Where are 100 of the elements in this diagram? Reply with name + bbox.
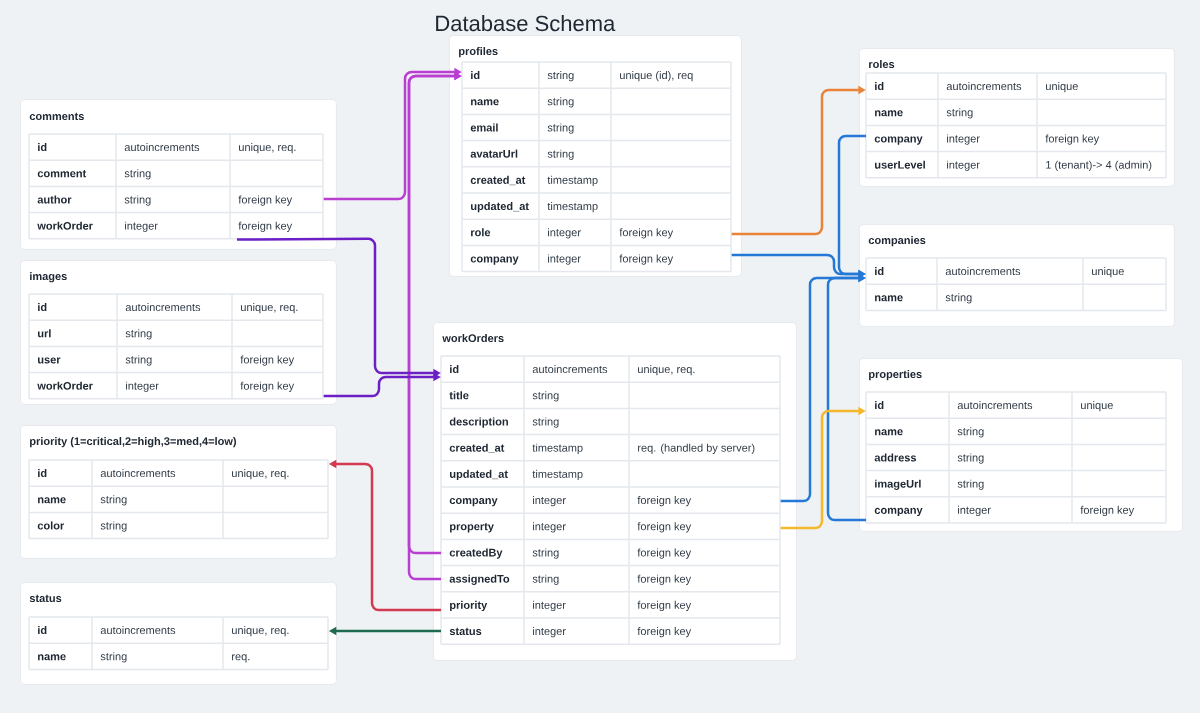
field-name: color bbox=[37, 521, 65, 530]
field-type: integer bbox=[126, 381, 159, 392]
field-name: name bbox=[38, 497, 66, 504]
field-type: integer bbox=[548, 254, 581, 265]
field-type: autoincrements bbox=[125, 303, 201, 312]
table-title: status bbox=[29, 594, 62, 603]
field-note: foreign key bbox=[637, 600, 692, 612]
field-name: priority bbox=[450, 600, 488, 612]
field-name: description bbox=[449, 417, 508, 428]
field-note: unique, req. bbox=[232, 626, 289, 637]
field-type: string bbox=[100, 495, 127, 506]
field-type: string bbox=[125, 355, 152, 366]
field-type: integer bbox=[548, 228, 581, 239]
field-name: id bbox=[875, 401, 884, 410]
table-title: comments bbox=[29, 112, 84, 121]
field-type: integer bbox=[533, 522, 566, 533]
field-note: foreign key bbox=[637, 522, 692, 533]
field-name: workOrder bbox=[37, 381, 93, 390]
field-name: id bbox=[38, 469, 47, 478]
field-note: req. bbox=[232, 654, 250, 663]
field-type: autoincrements bbox=[100, 469, 176, 478]
field-type: string bbox=[532, 417, 559, 428]
field-type: string bbox=[124, 195, 151, 206]
field-type: string bbox=[100, 521, 127, 532]
field-type: string bbox=[547, 149, 574, 160]
field-note: unique (id), req bbox=[620, 71, 693, 82]
field-type: integer bbox=[958, 505, 991, 517]
field-name: author bbox=[37, 195, 72, 204]
field-type: string bbox=[946, 108, 973, 119]
field-name: assignedTo bbox=[449, 574, 510, 585]
field-note: foreign key bbox=[238, 195, 293, 206]
field-name: email bbox=[470, 123, 498, 132]
field-type: string bbox=[100, 652, 127, 663]
field-name: updated_at bbox=[450, 469, 508, 481]
diagram-title: Database Schema bbox=[436, 15, 616, 32]
field-name: id bbox=[38, 303, 47, 312]
field-type: autoincrements bbox=[124, 143, 200, 152]
field-type: string bbox=[547, 123, 574, 134]
field-type: string bbox=[532, 574, 559, 585]
field-note: 1 (tenant)-> 4 (admin) bbox=[1046, 160, 1152, 171]
field-note: foreign key bbox=[619, 254, 674, 265]
field-name: userLevel bbox=[875, 160, 925, 169]
field-note: foreign key bbox=[637, 574, 692, 585]
field-note: unique, req. bbox=[638, 365, 695, 376]
field-note: unique, req. bbox=[241, 303, 298, 314]
field-note: unique, req. bbox=[232, 469, 289, 480]
field-type: integer bbox=[125, 221, 158, 232]
field-type: autoincrements bbox=[957, 401, 1033, 410]
field-type: string bbox=[957, 453, 984, 464]
field-name: status bbox=[449, 627, 482, 636]
field-name: name bbox=[875, 295, 903, 302]
field-name: company bbox=[874, 136, 923, 145]
field-type: autoincrements bbox=[945, 267, 1021, 276]
field-type: integer bbox=[533, 496, 566, 507]
field-type: integer bbox=[533, 627, 566, 638]
field-type: string bbox=[532, 548, 559, 559]
field-note: foreign key bbox=[1080, 505, 1135, 517]
field-note: foreign key bbox=[637, 496, 692, 507]
field-name: role bbox=[471, 228, 491, 237]
field-name: comment bbox=[37, 170, 87, 178]
field-type: string bbox=[125, 329, 152, 340]
arrow bbox=[826, 273, 866, 522]
field-name: company bbox=[449, 498, 498, 507]
field-type: autoincrements bbox=[532, 365, 608, 374]
field-name: imageUrl bbox=[875, 479, 921, 490]
field-name: updated_at bbox=[471, 202, 529, 213]
field-type: integer bbox=[947, 160, 980, 171]
field-note: foreign key bbox=[240, 381, 295, 392]
field-name: created_at bbox=[449, 443, 505, 453]
field-type: timestamp bbox=[547, 202, 598, 213]
field-note: unique bbox=[1092, 267, 1124, 278]
table-title: workOrders bbox=[442, 334, 504, 343]
field-name: address bbox=[874, 453, 917, 462]
field-name: created_at bbox=[470, 175, 526, 186]
field-note: foreign key bbox=[637, 548, 692, 559]
field-name: url bbox=[38, 329, 51, 338]
field-type: string bbox=[547, 71, 574, 82]
field-note: unique bbox=[1081, 401, 1113, 412]
field-name: name bbox=[875, 110, 903, 117]
field-type: timestamp bbox=[532, 469, 583, 481]
field-note: foreign key bbox=[637, 627, 692, 638]
field-type: string bbox=[124, 169, 151, 180]
field-type: string bbox=[532, 391, 559, 402]
field-type: string bbox=[957, 479, 984, 490]
field-type: timestamp bbox=[547, 175, 598, 187]
field-type: timestamp bbox=[532, 443, 583, 454]
field-type: autoincrements bbox=[100, 626, 176, 635]
field-name: company bbox=[470, 256, 519, 265]
field-type: string bbox=[945, 293, 972, 304]
field-note: foreign key bbox=[1045, 134, 1100, 145]
field-note: unique, req. bbox=[239, 143, 296, 154]
field-name: id bbox=[471, 71, 480, 80]
field-name: id bbox=[875, 267, 884, 276]
field-name: name bbox=[38, 654, 66, 661]
field-note: unique bbox=[1046, 82, 1078, 93]
field-name: id bbox=[875, 82, 884, 91]
field-name: property bbox=[450, 523, 494, 533]
field-name: company bbox=[874, 507, 923, 517]
table-title: images bbox=[30, 272, 67, 283]
field-name: avatarUrl bbox=[470, 149, 518, 158]
